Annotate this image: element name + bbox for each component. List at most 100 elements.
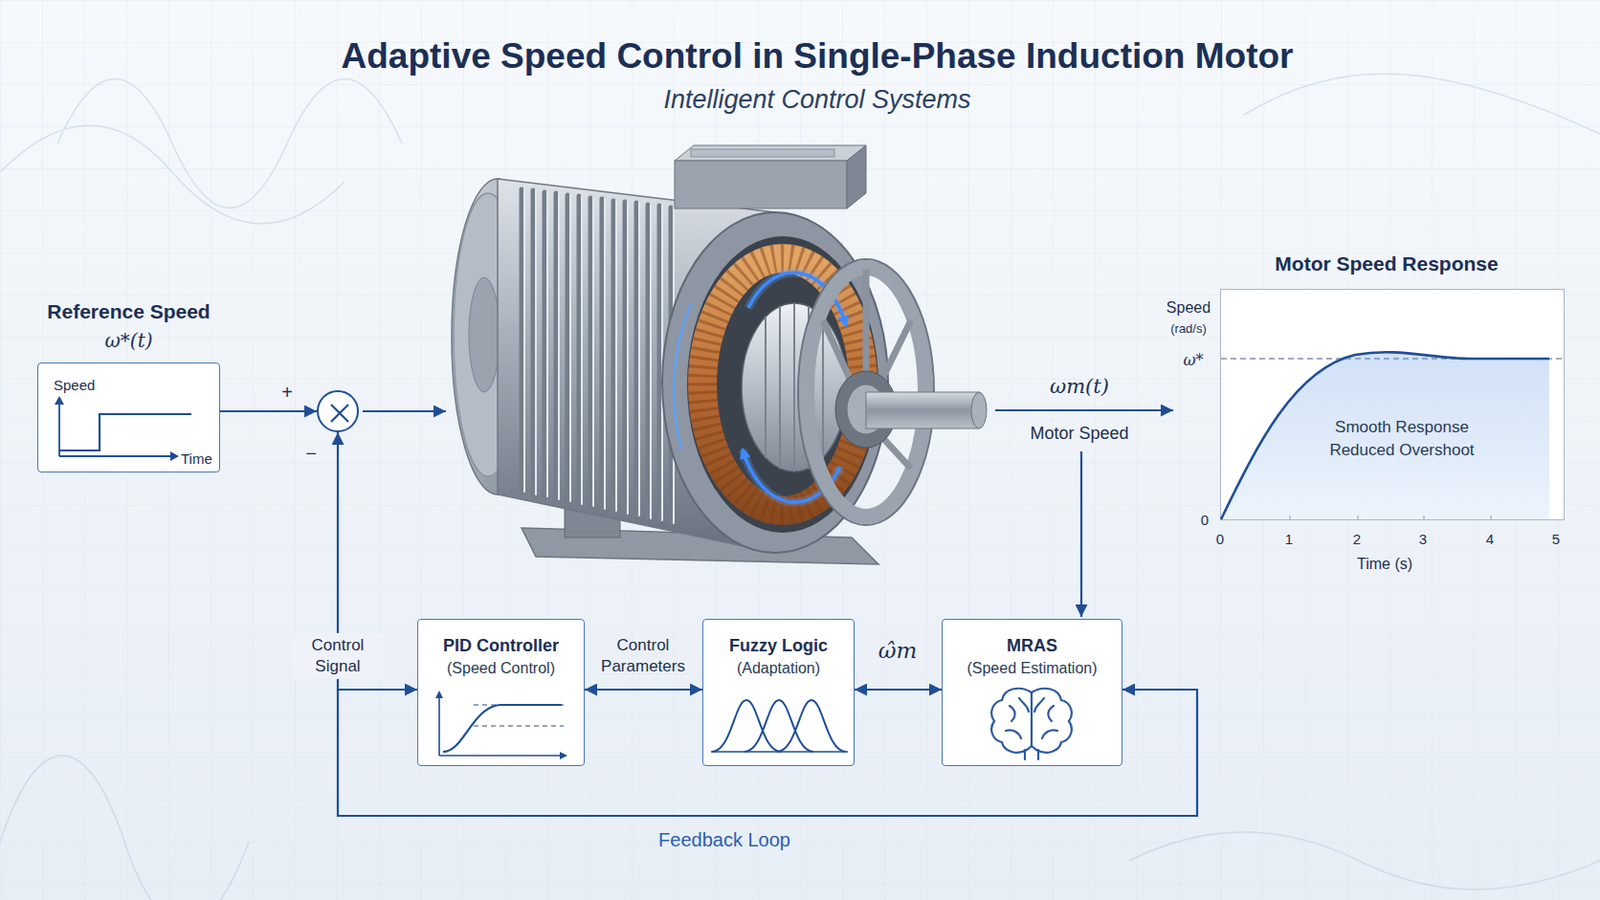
- edge-label: Feedback Loop: [658, 829, 791, 852]
- connector-arrow: [584, 688, 703, 691]
- brain-icon: [1042, 730, 1058, 739]
- cooling-fins: [534, 190, 537, 495]
- cooling-fins: [626, 201, 629, 514]
- process-box: MRAS(Speed Estimation): [941, 619, 1123, 767]
- field-glow: [673, 272, 923, 503]
- end-bell-spokes: [880, 435, 912, 469]
- step-input-icon: [54, 396, 65, 405]
- brain-icon: [1030, 692, 1033, 747]
- step-response-icon: [439, 696, 564, 756]
- cooling-fins: [615, 200, 618, 512]
- axis-title: Speed: [1166, 299, 1211, 317]
- field-glow: [748, 272, 846, 326]
- step-input-icon: [59, 455, 173, 458]
- node-text: Smooth Response Reduced Overshoot: [1318, 416, 1487, 463]
- node-text: Speed: [53, 377, 95, 394]
- step-input-icon: [170, 451, 179, 462]
- terminal-box: [846, 145, 867, 209]
- cooling-fins: [668, 207, 674, 524]
- response-chart: Motor Speed ResponseSmooth Response Redu…: [1220, 288, 1565, 521]
- cooling-fins: [521, 189, 671, 524]
- step-input-icon: [59, 402, 192, 457]
- speed-response-plot: [1423, 515, 1425, 520]
- brain-icon: [991, 688, 1032, 754]
- brain-icon: [1031, 688, 1072, 754]
- cooling-fins: [554, 193, 559, 500]
- signal-arrow: [1080, 451, 1083, 618]
- step-response-icon: [438, 696, 441, 756]
- brain-icon: [1024, 750, 1039, 760]
- cooling-fins: [622, 201, 628, 514]
- signal-arrow: [995, 409, 1174, 412]
- stator-core: [687, 236, 879, 534]
- cooling-fins: [649, 204, 652, 519]
- cooling-fins: [645, 204, 651, 519]
- cooling-fins: [672, 207, 675, 524]
- speed-response-plot: [1289, 515, 1491, 520]
- node-text: Time: [180, 450, 213, 467]
- field-glow: [742, 449, 841, 503]
- node-heading: Reference Speed: [46, 300, 210, 324]
- rotor-bars: [764, 316, 767, 459]
- edge-label: ω̂m: [878, 638, 918, 664]
- cooling-fins: [600, 199, 605, 510]
- membership-functions-icon: [777, 700, 846, 753]
- decor-waves: [1129, 832, 1600, 890]
- end-bell: [806, 267, 926, 517]
- terminal-box: [674, 145, 867, 161]
- decor-waves: [0, 755, 249, 900]
- node-heading: MRAS: [1006, 636, 1058, 657]
- node-heading: PID Controller: [443, 636, 559, 657]
- field-glow: [673, 304, 691, 450]
- cooling-fins: [638, 202, 641, 516]
- motor-housing: [497, 178, 776, 554]
- cooling-fins: [661, 205, 664, 521]
- node-heading: Motor Speed Response: [1274, 252, 1498, 276]
- motor-shaft: [866, 392, 979, 429]
- rotor-bars: [778, 306, 781, 469]
- process-box: PID Controller(Speed Control): [417, 619, 585, 767]
- field-glow: [742, 449, 841, 503]
- brain-icon: [991, 688, 1072, 760]
- step-input-icon: [59, 414, 192, 451]
- decor-waves: [1244, 73, 1600, 134]
- cooling-fins: [524, 189, 674, 524]
- signal-name: Motor Speed: [1029, 423, 1129, 445]
- rotor: [741, 303, 847, 472]
- diagram-title: Adaptive Speed Control in Single-Phase I…: [341, 36, 1294, 77]
- tick-label: 4: [1486, 531, 1494, 548]
- end-bell-spokes: [863, 269, 870, 374]
- rotor-bars: [822, 316, 824, 459]
- cooling-fins: [580, 196, 583, 505]
- brain-icon: [1009, 706, 1016, 722]
- summing-junction: +−: [316, 390, 359, 433]
- terminal-box: [690, 149, 835, 157]
- decor-waves: [0, 125, 345, 224]
- cooling-fins: [592, 198, 595, 507]
- axis-title: Time (s): [1356, 555, 1413, 574]
- motor-foot: [564, 505, 621, 538]
- tick-label: 2: [1353, 531, 1361, 548]
- brain-icon: [1034, 698, 1045, 712]
- end-bell-spokes: [880, 320, 912, 383]
- signal-name: ωm(t): [1049, 375, 1110, 399]
- cooling-fins: [546, 192, 549, 497]
- node-text: ω*(t): [105, 329, 154, 353]
- tick-label: 0: [1200, 511, 1209, 529]
- summing-junction-symbol: [318, 392, 361, 435]
- stator-frame: [662, 212, 889, 554]
- cooling-fins: [523, 189, 526, 492]
- cooling-fins: [565, 195, 571, 502]
- cooling-fins: [531, 190, 536, 495]
- speed-response-plot: [1357, 515, 1359, 520]
- copper-winding: [702, 258, 864, 512]
- signal-arrow: [362, 410, 446, 413]
- node-text: −: [305, 443, 317, 466]
- end-bell-spokes: [822, 269, 912, 469]
- cooling-fins: [634, 202, 640, 516]
- motor-base: [521, 528, 879, 565]
- brain-icon: [1047, 706, 1054, 722]
- bearing-hub: [846, 384, 886, 435]
